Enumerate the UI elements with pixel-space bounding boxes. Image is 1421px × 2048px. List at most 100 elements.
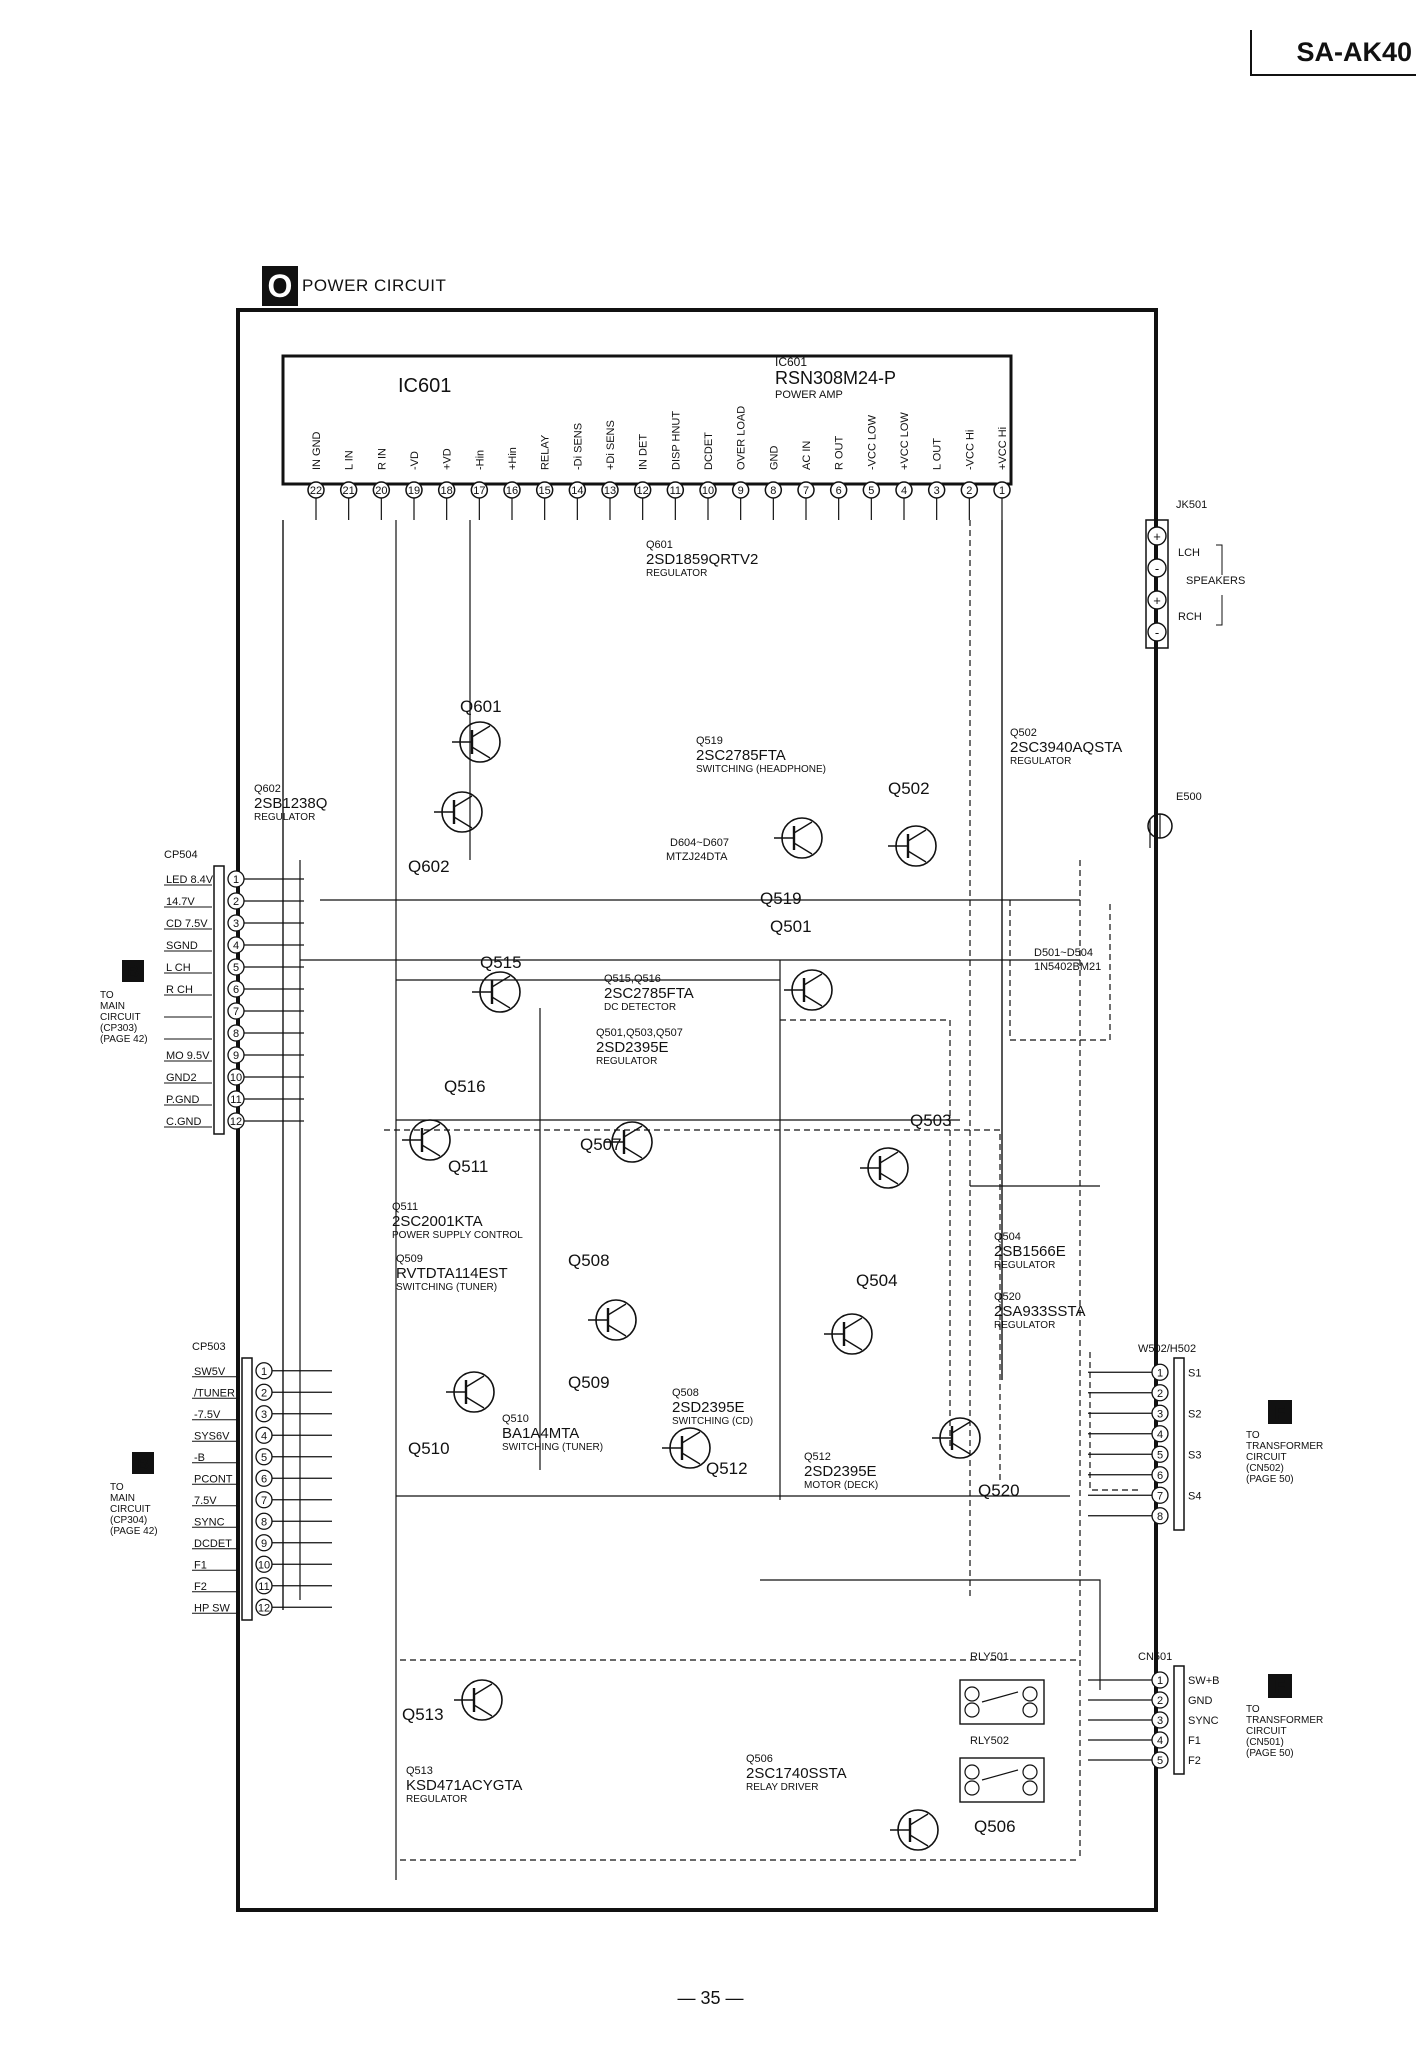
cp503-pin-label: PCONT (194, 1473, 233, 1485)
cp504-pin-number: 10 (230, 1072, 242, 1084)
dashed-block (1089, 1352, 1140, 1491)
ic601-pin-number: 15 (539, 485, 551, 497)
rly502-terminal (1022, 1780, 1038, 1796)
q512-emitter (681, 1452, 701, 1465)
ic601-pin-number: 8 (770, 485, 776, 497)
q508-collector (607, 1303, 627, 1316)
rly502-terminal (964, 1780, 980, 1796)
cp504-pin-label: LED 8.4V (166, 874, 214, 886)
cp503-pin-number: 5 (261, 1452, 267, 1464)
horizontal-bus (760, 1579, 1101, 1690)
ic601-pin-name: GND (768, 446, 780, 471)
w502-housing (1173, 1357, 1185, 1531)
cp503-pin-label: F2 (194, 1581, 207, 1593)
q509-part-ref: Q509 (396, 1253, 423, 1265)
ic601-pin-name: IN GND (311, 431, 323, 470)
cn501-ref-line: (PAGE 50) (1246, 1748, 1294, 1759)
cp504-pin-number: 3 (233, 918, 239, 930)
cp503-pin-label: SYNC (194, 1516, 225, 1528)
cp504-ref-line: (CP303) (100, 1023, 137, 1034)
w502-ref-badge-box (1268, 1400, 1292, 1424)
ic601-pin-number: 4 (901, 485, 907, 497)
q506-part-ref: Q506 (746, 1753, 773, 1765)
q501-collector (803, 973, 823, 986)
q512-collector (681, 1431, 701, 1444)
q601-function: REGULATOR (646, 568, 707, 579)
q515-q516-part-ref: Q515,Q516 (604, 973, 661, 985)
cp504-pin-number: 9 (233, 1050, 239, 1062)
q519-function: SWITCHING (HEADPHONE) (696, 764, 826, 775)
cn501-ref-line: TO (1246, 1704, 1260, 1715)
q516-collector (491, 975, 511, 988)
cp503-pin-number: 11 (258, 1581, 269, 1593)
ic601-pin-name: L OUT (932, 438, 944, 470)
cp504-ref-line: TO (100, 990, 114, 1001)
diode-note-d604-refs: D604~D607 (670, 837, 729, 849)
q601-collector (471, 725, 491, 738)
cn501-pin-label: SYNC (1188, 1715, 1219, 1727)
ic601-pin-number: 12 (637, 485, 649, 497)
cp504-housing (213, 865, 225, 1135)
ic601-pin-name: -VD (409, 451, 421, 470)
ic601-pin-number: 10 (702, 485, 714, 497)
jk501-name: JK501 (1176, 499, 1207, 511)
jk501-speakers: SPEAKERS (1186, 575, 1245, 587)
ic601-pin-number: 6 (836, 485, 842, 497)
jk501-bracket (1216, 595, 1223, 626)
ic601-pin-number: 9 (738, 485, 744, 497)
section-title: O POWER CIRCUIT (262, 264, 446, 308)
rly502-label: RLY502 (970, 1735, 1009, 1747)
q510-collector (465, 1375, 485, 1388)
ic601-pin-number: 11 (670, 485, 681, 497)
cp503-pin-number: 2 (261, 1387, 267, 1399)
rly501-contact (981, 1691, 1019, 1703)
q513-part-number: KSD471ACYGTA (406, 1777, 522, 1794)
q510-function: SWITCHING (TUNER) (502, 1442, 603, 1453)
cp503-pin-number: 4 (261, 1430, 267, 1442)
q515-label: Q515 (480, 953, 522, 972)
q602-function: REGULATOR (254, 812, 315, 823)
cp504-pin-label: L CH (166, 962, 191, 974)
ic601-pin-name: DCDET (703, 432, 715, 470)
ic601-pin-name: +Hin (507, 447, 519, 470)
q509-part-number: RVTDTA114EST (396, 1265, 508, 1282)
circuit-frame (236, 308, 1158, 1912)
w502-ref-line: (CN502) (1246, 1463, 1284, 1474)
cp504-pin-number: 12 (230, 1116, 242, 1128)
ic601-pin-name: -Hin (474, 450, 486, 470)
ic601-part-number: RSN308M24-P (775, 368, 896, 388)
q519-part-number: 2SC2785FTA (696, 747, 786, 764)
q515-q516-function: DC DETECTOR (604, 1002, 676, 1013)
ic601-pin-number: 5 (868, 485, 874, 497)
cp503-ref-badge-box (132, 1452, 154, 1474)
q507-collector (623, 1125, 643, 1138)
q501-q503-q507-function: REGULATOR (596, 1056, 657, 1067)
q507-emitter (623, 1146, 643, 1159)
w502-pin-number: 6 (1157, 1470, 1163, 1482)
q508-part-number: 2SD2395E (672, 1399, 745, 1416)
w502-ref-line: CIRCUIT (1246, 1452, 1287, 1463)
cp504-pin-label: P.GND (166, 1094, 199, 1106)
cn501-pin-number: 2 (1157, 1695, 1163, 1707)
ic601-pin-number: 18 (441, 485, 453, 497)
jk501-terminal (1147, 622, 1167, 642)
q501-label: Q501 (770, 917, 812, 936)
w502-ref-line: (PAGE 50) (1246, 1474, 1294, 1485)
q602-part-ref: Q602 (254, 783, 281, 795)
q508-function: SWITCHING (CD) (672, 1416, 753, 1427)
cp504-pin-number: 6 (233, 984, 239, 996)
q504-emitter (843, 1338, 863, 1351)
q506-part-number: 2SC1740SSTA (746, 1765, 847, 1782)
q602-collector (453, 795, 473, 808)
q511-function: POWER SUPPLY CONTROL (392, 1230, 523, 1241)
model-header: SA-AK40 (1250, 30, 1416, 76)
q502-label: Q502 (888, 779, 930, 798)
q515-q516-part-number: 2SC2785FTA (604, 985, 694, 1002)
diode-note-d501-refs: D501~D504 (1034, 947, 1093, 959)
ic601-pin-number: 14 (571, 485, 583, 497)
ic601-pin-name: -Di SENS (572, 423, 584, 470)
q511-part-ref: Q511 (392, 1201, 418, 1213)
q520-emitter (951, 1442, 971, 1455)
ic601-pin-number: 17 (473, 485, 485, 497)
q512-part-number: 2SD2395E (804, 1463, 877, 1480)
